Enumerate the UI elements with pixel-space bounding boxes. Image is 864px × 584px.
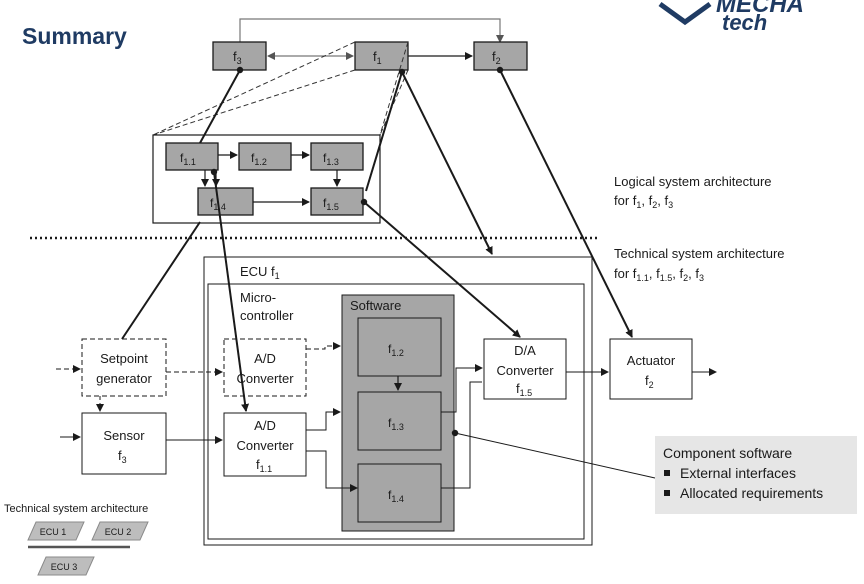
component-software-callout: Component software External interfaces A… [655, 436, 857, 514]
svg-text:f1.4: f1.4 [388, 488, 404, 504]
logo-text-top: MECHA [716, 0, 804, 18]
subfunction-f13: f1.3 [310, 142, 364, 171]
bullet-icon [664, 490, 670, 496]
software-label: Software [350, 298, 401, 313]
microcontroller-label-1: Micro- [240, 290, 276, 305]
svg-text:Setpoint: Setpoint [100, 351, 148, 366]
software-component-f14: f1.4 [357, 463, 442, 523]
software-component-f12: f1.2 [357, 317, 442, 377]
microcontroller-label-2: controller [240, 308, 294, 323]
ecu3-node [37, 556, 95, 576]
svg-text:Converter: Converter [236, 438, 294, 453]
svg-text:f1.3: f1.3 [323, 151, 339, 167]
brand-logo: MECHA tech [658, 0, 804, 35]
logo-text-bottom: tech [722, 10, 767, 35]
svg-text:A/D: A/D [254, 418, 276, 433]
bullet-icon [664, 470, 670, 476]
subfunction-f11: f1.1 [165, 142, 219, 171]
logo-chevron-icon [658, 1, 712, 26]
svg-text:A/D: A/D [254, 351, 276, 366]
svg-text:f1.1: f1.1 [180, 151, 196, 167]
svg-text:f1: f1 [373, 49, 382, 66]
svg-text:ECU 2: ECU 2 [105, 527, 132, 537]
svg-text:Converter: Converter [236, 371, 294, 386]
subfunction-f12: f1.2 [238, 142, 292, 171]
da-converter-box: D/A Converter f1.5 [483, 338, 567, 400]
subfunction-f14: f1.4 [197, 187, 254, 216]
svg-text:generator: generator [96, 371, 152, 386]
svg-text:Actuator: Actuator [627, 353, 676, 368]
technical-caption-line2: for f1.1, f1.5, f2, f3 [614, 266, 704, 283]
callout-connector [451, 429, 656, 479]
subfunction-f15: f1.5 [310, 187, 364, 216]
function-block-f3: f3 [212, 41, 267, 71]
ad-converter-dashed-box: A/D Converter [223, 338, 307, 397]
sensor-box: Sensor f3 [81, 412, 167, 475]
svg-text:Converter: Converter [496, 363, 554, 378]
svg-text:f1.1: f1.1 [256, 457, 272, 474]
signal-flow [56, 342, 717, 492]
callout-item: Allocated requirements [680, 485, 823, 501]
svg-text:D/A: D/A [514, 343, 536, 358]
logical-caption-line1: Logical system architecture [614, 174, 772, 189]
ecu1-node [27, 521, 85, 541]
svg-text:f2: f2 [492, 49, 501, 66]
ecu-label: ECU f1 [240, 264, 280, 281]
svg-text:f2: f2 [645, 373, 654, 390]
svg-text:ECU 3: ECU 3 [51, 562, 78, 572]
setpoint-generator-box: Setpoint generator [81, 338, 167, 397]
technical-caption-line1: Technical system architecture [614, 246, 785, 261]
actuator-box: Actuator f2 [609, 338, 693, 400]
function-block-f2: f2 [473, 41, 528, 71]
svg-text:f3: f3 [118, 448, 127, 465]
ecu2-node [91, 521, 149, 541]
mini-ecu-network: Technical system architecture ECU 1 ECU … [4, 503, 149, 576]
svg-text:f1.2: f1.2 [388, 342, 404, 358]
callout-item: External interfaces [680, 465, 796, 481]
page-title: Summary [22, 23, 127, 49]
mini-caption: Technical system architecture [4, 503, 148, 515]
svg-text:f1.3: f1.3 [388, 416, 404, 432]
svg-text:f1.2: f1.2 [251, 151, 267, 167]
software-component-f13: f1.3 [357, 391, 442, 451]
logical-caption-line2: for f1, f2, f3 [614, 193, 673, 210]
svg-text:f1.5: f1.5 [516, 381, 532, 398]
feedback-connector [239, 18, 504, 43]
svg-text:Sensor: Sensor [103, 428, 145, 443]
ad-converter-f11-box: A/D Converter f1.1 [223, 412, 307, 477]
svg-text:f3: f3 [233, 49, 242, 66]
function-block-f1: f1 [354, 41, 409, 71]
callout-title: Component software [663, 445, 792, 461]
svg-text:ECU 1: ECU 1 [40, 527, 67, 537]
svg-text:f1.5: f1.5 [323, 196, 339, 212]
allocation-arrows [121, 66, 633, 412]
